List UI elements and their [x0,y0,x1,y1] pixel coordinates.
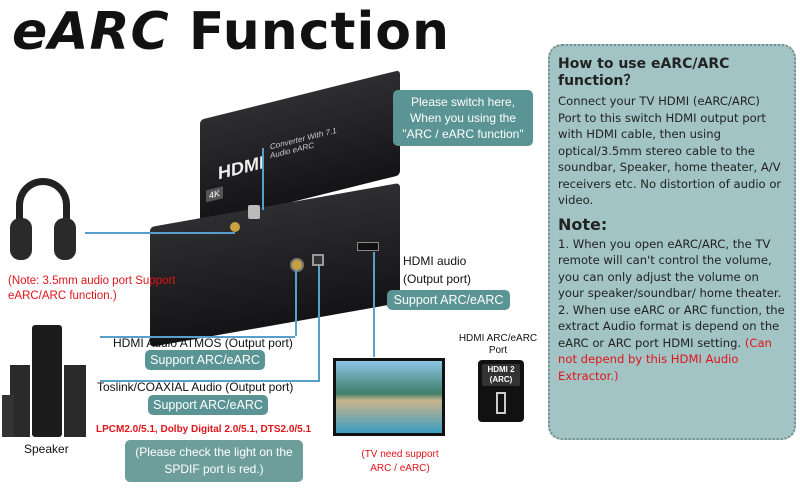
switch-callout: Please switch here, When you using the "… [393,90,533,146]
note-1: 1. When you open eARC/ARC, the TV remote… [558,236,782,301]
atmos-badge: Support ARC/eARC [145,350,265,370]
hdmi-audio-label: HDMI audio (Output port) [403,254,472,286]
note-2-red: (Can not depend by this HDMI Audio Extra… [558,335,772,383]
headphones-icon [8,178,78,263]
atmos-vline [295,270,297,336]
panel-body: Connect your TV HDMI (eARC/ARC) Port to … [558,94,782,207]
atmos-label: HDMI Audio ATMOS (Output port) [113,336,293,350]
optical-port [312,254,324,266]
toslink-line [100,380,320,382]
note-2-text: 2. When use eARC or ARC function, the ex… [558,302,785,350]
device-4k-badge: 4K [206,186,224,203]
device-brand: HDMI [218,151,264,184]
audio-formats: LPCM2.0/5.1, Dolby Digital 2.0/5.1, DTS2… [96,424,312,435]
tv-port-label: HDMI ARC/eARC Port [458,333,538,356]
hdmi-output-port [357,242,379,251]
tv-note: (TV need support ARC / eARC) [361,449,439,474]
hdmi-tv-line [373,252,375,357]
audio-jack [230,222,240,232]
title-rest: Function [188,2,451,62]
hdmi-port-text: HDMI 2 (ARC) [482,364,520,386]
instructions-panel: How to use eARC/ARC function？ Connect yo… [548,44,796,440]
switch-line [262,148,264,210]
note-heading: Note: [558,214,608,234]
atmos-line [100,336,295,338]
toslink-vline [318,266,320,380]
toslink-badge: Support ARC/eARC [148,395,268,415]
page-title: eARC Function [12,2,450,62]
arc-switch[interactable] [248,205,260,219]
headphone-note: (Note: 3.5mm audio port Support eARC/ARC… [8,275,176,302]
spdif-note: (Please check the light on the SPDIF por… [125,440,303,482]
panel-heading: How to use eARC/ARC function？ [558,56,730,89]
coaxial-port [290,258,304,272]
device-bottom-unit [150,182,400,348]
headphone-line [85,232,235,234]
tv-icon [333,358,445,436]
speaker-label: Speaker [24,442,69,456]
device-model: Converter With 7.1 Audio eARC [270,125,337,161]
note-2: 2. When use eARC or ARC function, the ex… [558,302,786,385]
toslink-label: Toslink/COAXIAL Audio (Output port) [97,380,294,394]
title-prefix: eARC [12,2,170,62]
speaker-icon [2,325,94,440]
hdmi-arc-port-icon: HDMI 2 (ARC) [478,360,524,422]
hdmi-audio-badge: Support ARC/eARC [387,290,510,310]
